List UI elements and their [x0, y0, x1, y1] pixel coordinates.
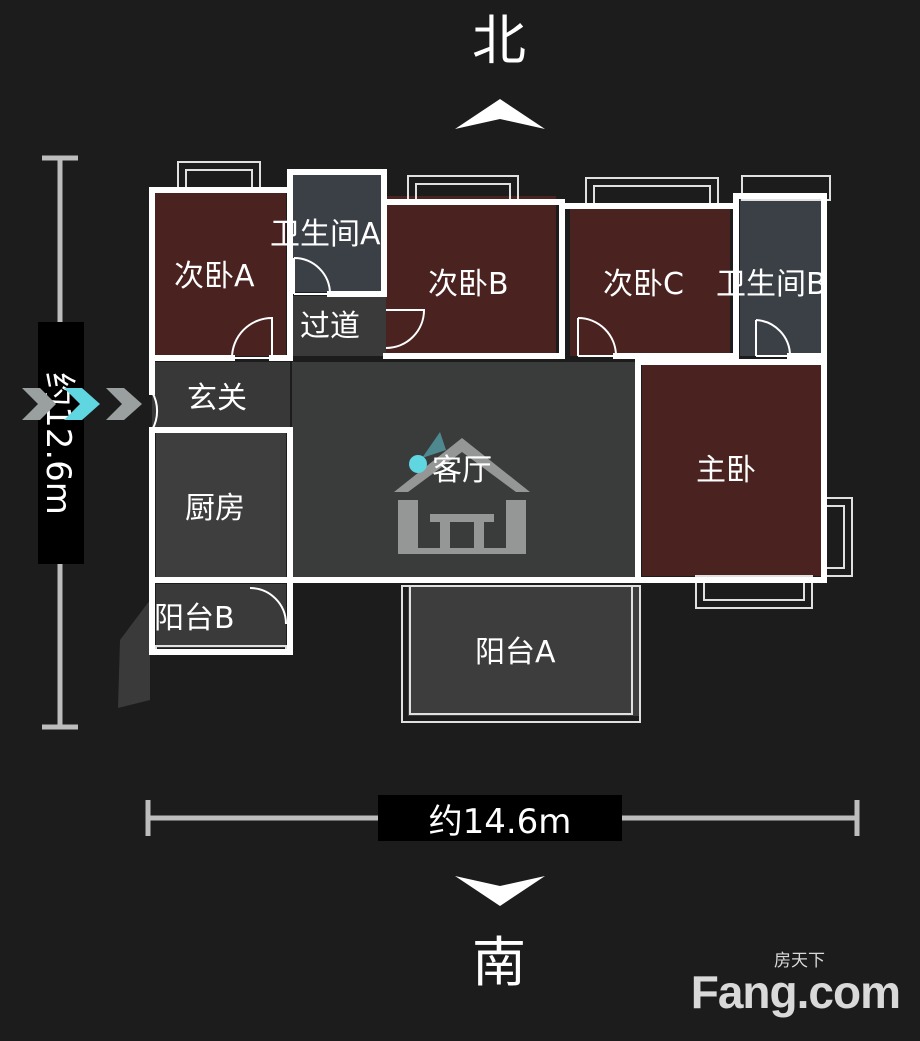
room-label-living: 客厅 [432, 453, 492, 488]
room-label-master: 主卧 [696, 453, 756, 488]
location-marker-icon [409, 432, 446, 473]
living-floor [292, 362, 636, 578]
kitchen-floor [156, 432, 286, 578]
south-label: 南 [472, 931, 526, 994]
room-label-bedroom-c: 次卧C [603, 267, 684, 302]
bath-b-floor [740, 196, 824, 356]
north-arrow-icon [455, 99, 545, 129]
room-label-bedroom-b: 次卧B [428, 267, 509, 302]
height-dimension-label: 约12.6m [38, 322, 84, 564]
room-label-kitchen: 厨房 [185, 491, 245, 526]
room-label-balcony-a: 阳台A [475, 635, 556, 670]
balcony-a-floor [408, 586, 640, 716]
master-floor [642, 362, 824, 576]
site-logo: Fang.com [690, 966, 901, 1018]
room-label-balcony-b: 阳台B [154, 601, 235, 636]
entrance-floor [152, 362, 290, 428]
bedroom-c-floor [570, 206, 730, 356]
entry-arrow-icon [22, 388, 142, 420]
corridor-floor [290, 296, 386, 356]
south-arrow-icon [455, 876, 545, 906]
room-label-bath-a: 卫生间A [270, 217, 381, 252]
room-label-entrance: 玄关 [187, 381, 247, 416]
bath-a-floor [290, 172, 384, 292]
balcony-b-floor [156, 584, 286, 648]
logo-sub-text: 房天下 [774, 951, 825, 971]
bedroom-b-floor [386, 196, 556, 356]
watermark-house-icon [394, 438, 530, 554]
north-label: 北 [472, 9, 526, 72]
room-label-corridor: 过道 [300, 309, 360, 344]
floor-plan [22, 161, 853, 723]
bedroom-a-floor [152, 190, 286, 356]
room-label-bedroom-a: 次卧A [174, 259, 255, 294]
outdoor-shadow [118, 600, 150, 708]
width-dimension-label: 约14.6m [378, 795, 622, 842]
room-label-bath-b: 卫生间B [716, 267, 827, 302]
